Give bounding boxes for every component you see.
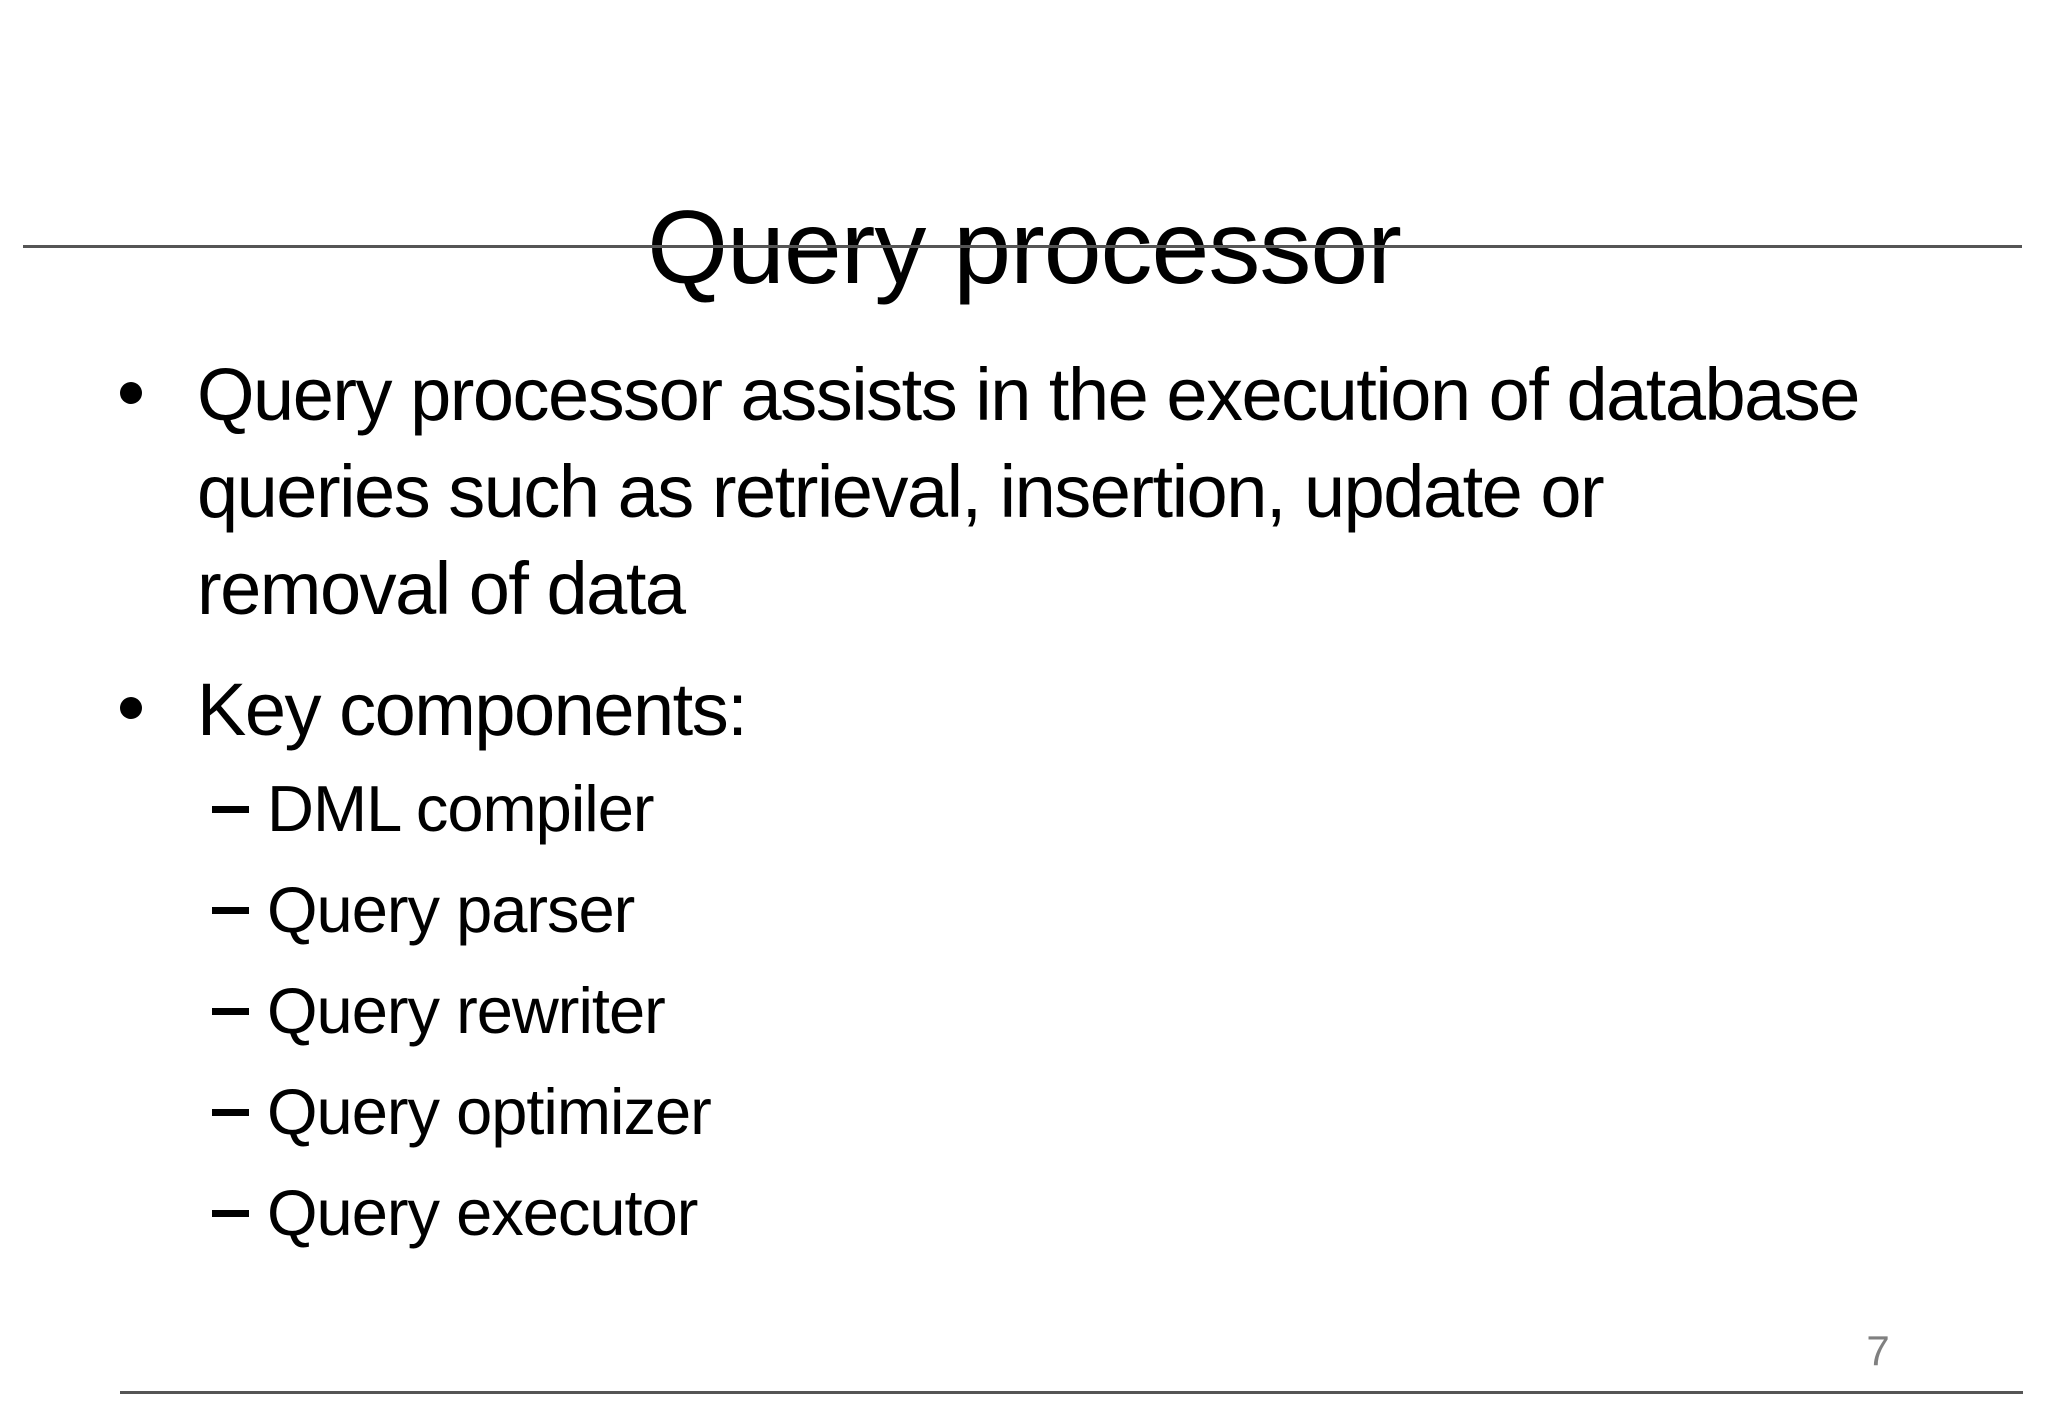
page-number: 7 [1866, 1327, 1890, 1374]
footer-divider-line [120, 1391, 2023, 1394]
title-divider-line [23, 245, 2022, 248]
slide-body: Query processor assists in the execution… [0, 346, 2048, 1263]
sub-bullet-item: Query optimizer [0, 1061, 2048, 1162]
sub-bullet-item: Query rewriter [0, 960, 2048, 1061]
sub-bullet-text: DML compiler [267, 772, 655, 845]
sub-bullet-item: DML compiler [0, 758, 2048, 859]
bullet-text: Query processor assists in the execution… [197, 353, 1860, 630]
bullet-disc-icon [120, 697, 142, 719]
bullet-text: Key components: [197, 668, 748, 751]
sub-bullet-item: Query parser [0, 859, 2048, 960]
bullet-disc-icon [120, 382, 142, 404]
bullet-dash-icon [212, 1109, 249, 1116]
bullet-dash-icon [212, 1008, 249, 1015]
bullet-dash-icon [212, 1210, 249, 1217]
sub-bullet-text: Query parser [267, 873, 635, 946]
bullet-dash-icon [212, 806, 249, 813]
sub-bullet-text: Query executor [267, 1176, 698, 1249]
bullet-item: Key components: [0, 661, 2048, 758]
bullet-dash-icon [212, 907, 249, 914]
bullet-item: Query processor assists in the execution… [0, 346, 2048, 637]
sub-bullet-text: Query rewriter [267, 974, 666, 1047]
sub-bullet-item: Query executor [0, 1162, 2048, 1263]
sub-bullet-text: Query optimizer [267, 1075, 712, 1148]
